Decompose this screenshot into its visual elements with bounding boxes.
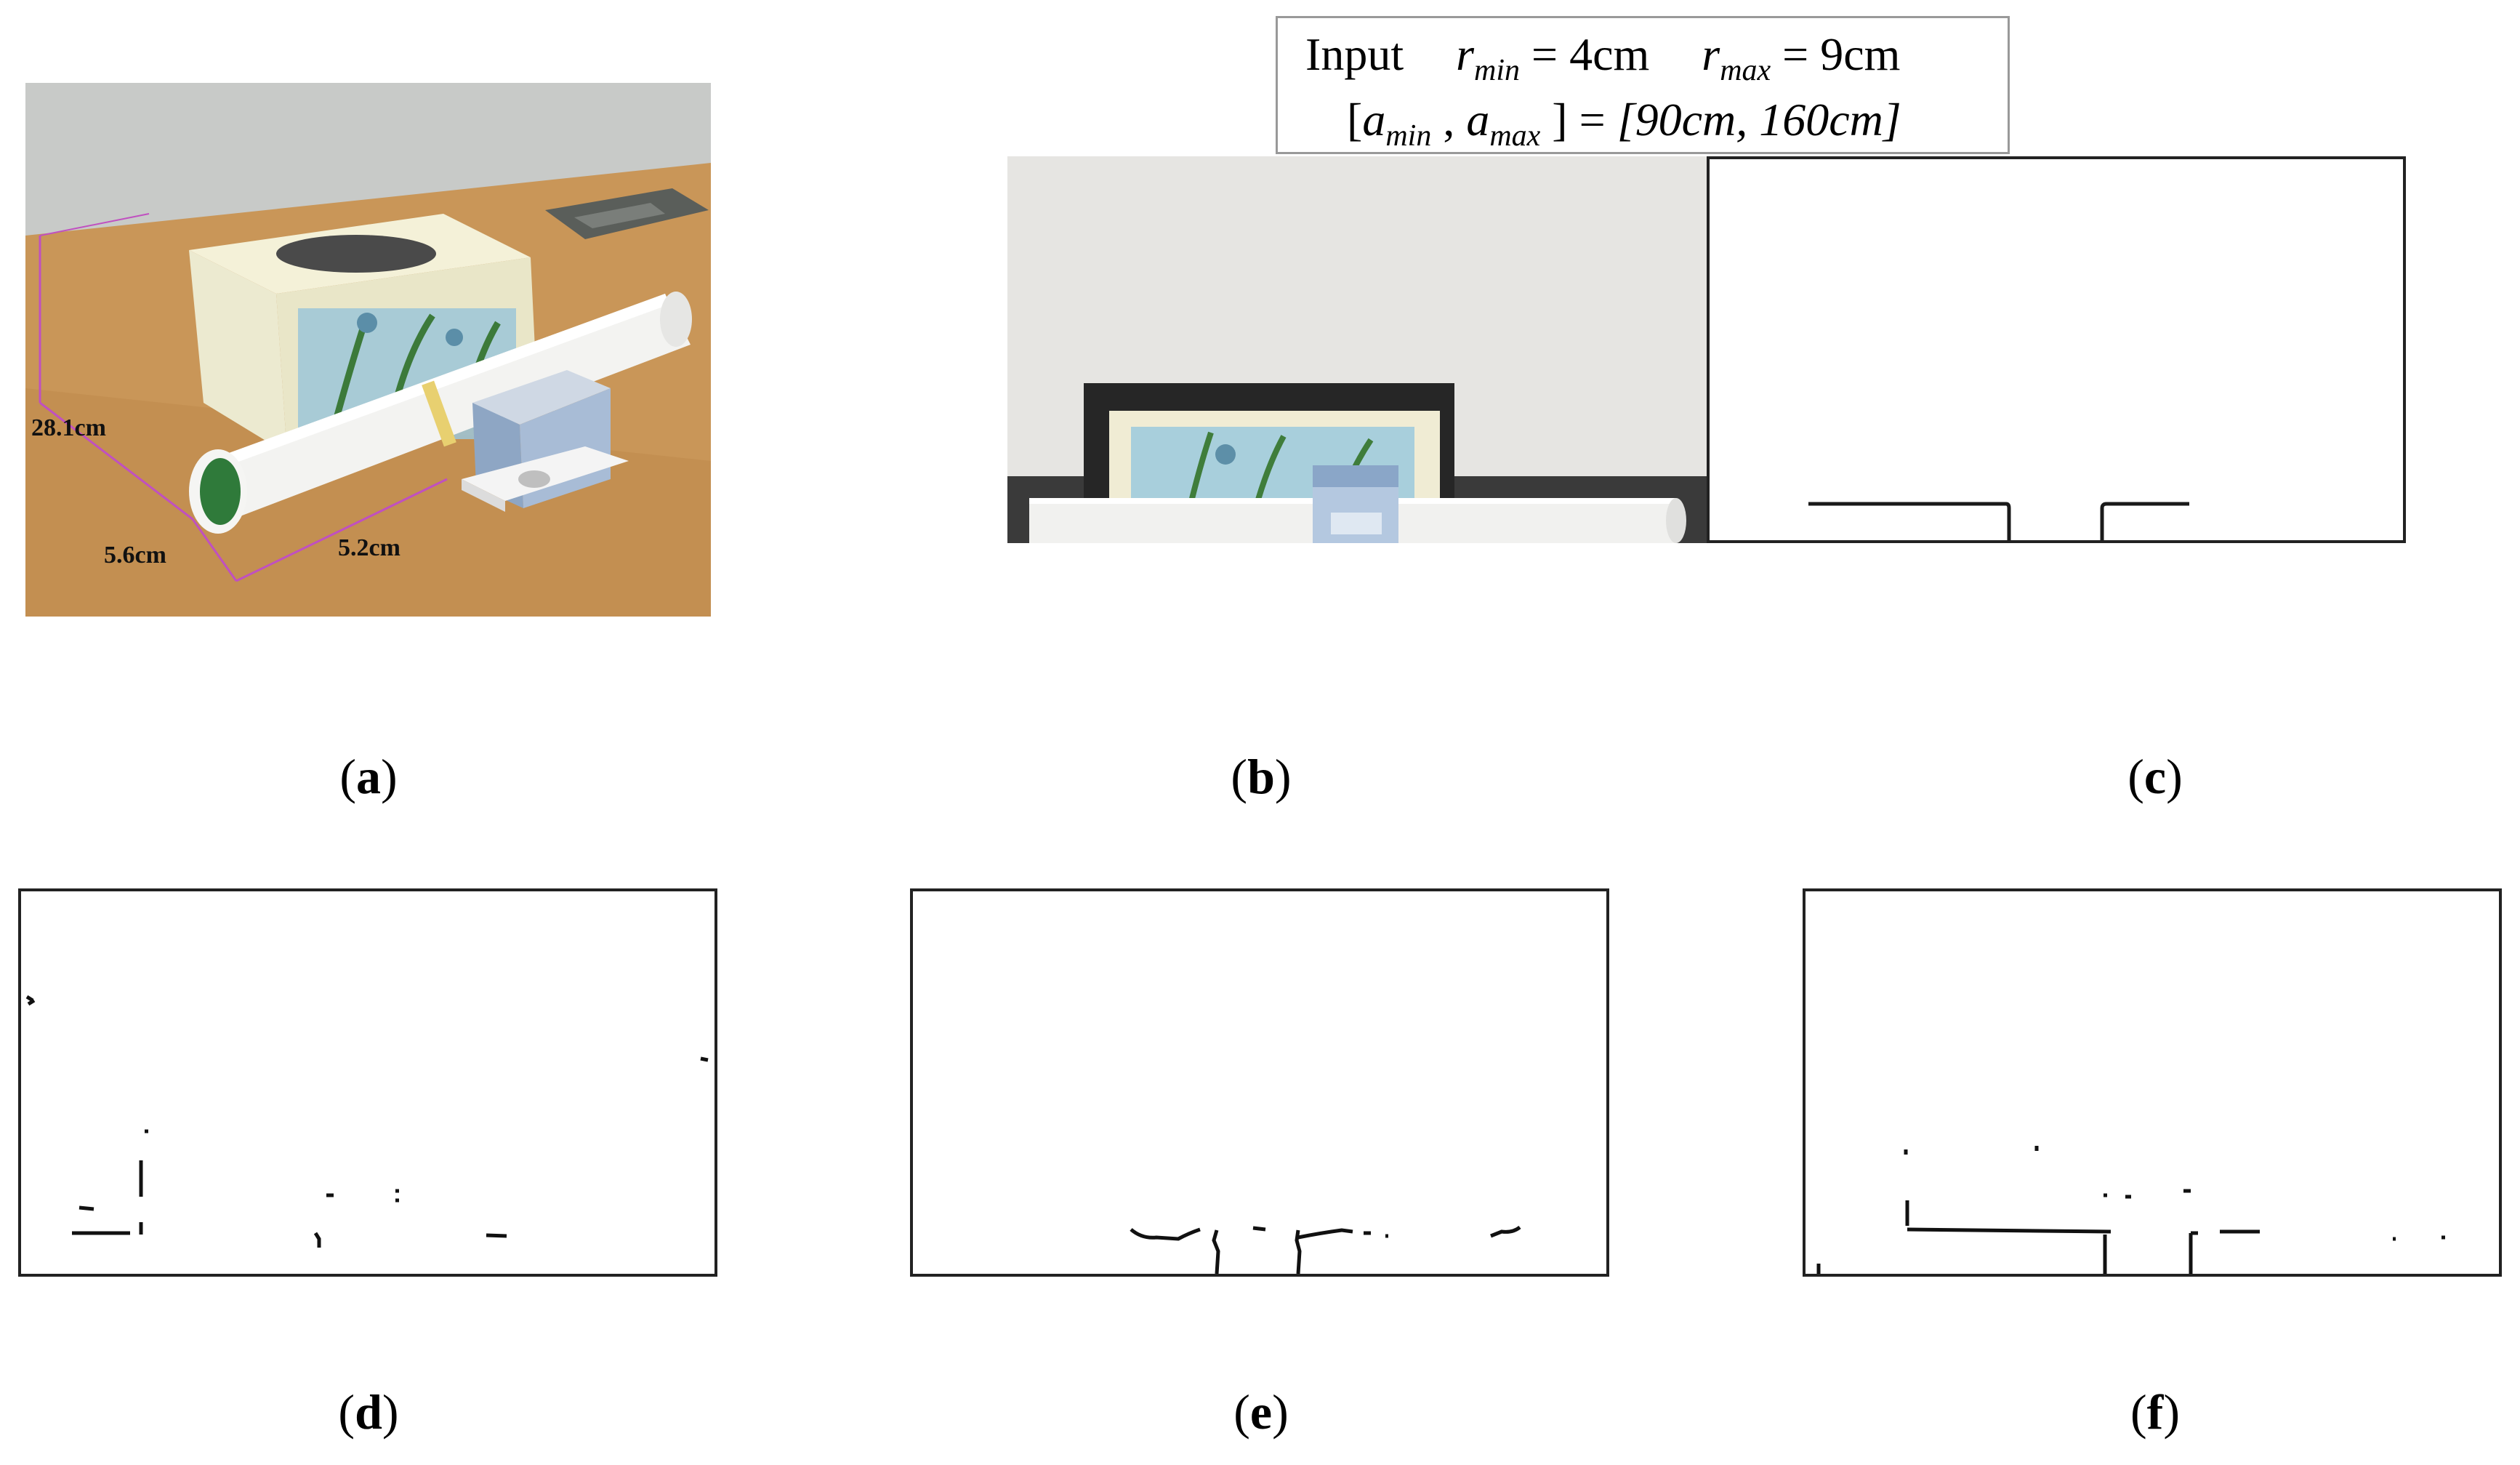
- dim-diameter-label: 5.6cm: [104, 542, 166, 569]
- a-min-subscript: min: [1385, 119, 1432, 153]
- a-max-subscript: max: [1489, 119, 1541, 153]
- caption-f: (f): [2130, 1384, 2180, 1440]
- input-parameter-box: Input rmin = 4cm rmax = 9cm [amin , amax…: [1276, 16, 2010, 154]
- panel-f-edges: [1816, 1146, 2445, 1274]
- panel-c-result: [1707, 156, 2406, 543]
- caption-e: (e): [1233, 1384, 1289, 1440]
- panel-d-result: [18, 888, 717, 1277]
- panel-e-result: [910, 888, 1609, 1277]
- panel-e-edges: [1130, 1225, 1521, 1274]
- r-max-symbol: r: [1702, 28, 1720, 80]
- panel-c-edges: [1808, 502, 2189, 540]
- caption-a: (a): [339, 749, 398, 804]
- scene-photo-illustration: 28.1cm 5.6cm 5.2cm: [25, 83, 711, 617]
- r-min-value: 4cm: [1569, 28, 1650, 80]
- r-max-subscript: max: [1720, 54, 1771, 87]
- caption-c: (c): [2127, 749, 2183, 804]
- caption-b: (b): [1231, 749, 1292, 804]
- panel-b-camera-view: [1007, 156, 1707, 543]
- dim-height-label: 28.1cm: [31, 414, 106, 441]
- input-label: Input: [1305, 28, 1404, 80]
- panel-a-photo: 28.1cm 5.6cm 5.2cm: [25, 83, 711, 617]
- caption-d: (d): [338, 1384, 399, 1440]
- panel-d-edges: [25, 995, 709, 1248]
- a-max-symbol: a: [1466, 94, 1490, 145]
- panel-f-result: [1803, 888, 2502, 1277]
- dim-cube-label: 5.2cm: [338, 534, 400, 561]
- input-row-radius: Input rmin = 4cm rmax = 9cm: [1305, 28, 1901, 87]
- r-max-value: 9cm: [1820, 28, 1901, 80]
- a-min-symbol: a: [1362, 94, 1386, 145]
- input-row-distance: [amin , amax ] = [90cm, 160cm]: [1347, 94, 1901, 153]
- cube-dimension-line: [236, 478, 448, 582]
- r-min-symbol: r: [1456, 28, 1474, 80]
- camera-view-illustration: [1007, 156, 1707, 543]
- diameter-dimension-line: [191, 518, 238, 582]
- r-min-subscript: min: [1474, 54, 1520, 87]
- a-range-value: [90cm, 160cm]: [1617, 94, 1901, 145]
